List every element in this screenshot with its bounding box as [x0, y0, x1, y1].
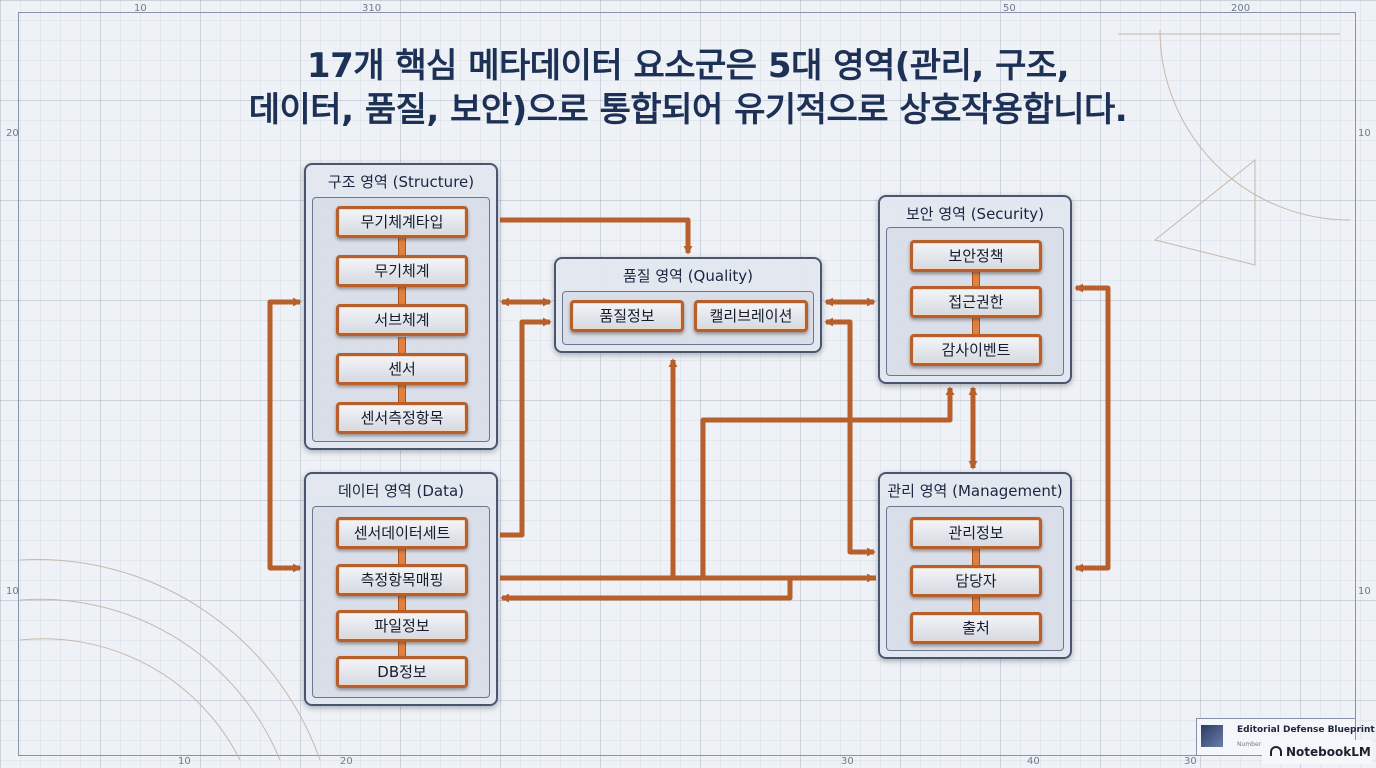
structure-domain-panel: 구조 영역 (Structure) 무기체계타입 무기체계 서브체계 센서 센서… [304, 163, 498, 450]
wire-security-management-loop [1074, 283, 1111, 573]
wire-management-to-data [500, 575, 876, 603]
ruler-label-top: 310 [362, 3, 382, 14]
wire-structure-data-loop [267, 297, 302, 573]
node-manager[interactable]: 담당자 [910, 565, 1042, 597]
node-calibration[interactable]: 캘리브레이션 [694, 300, 808, 332]
node-connector [398, 287, 406, 311]
node-security-policy[interactable]: 보안정책 [910, 240, 1042, 272]
blueprint-stack-icon [1201, 725, 1223, 747]
node-measurement-mapping[interactable]: 측정항목매핑 [336, 564, 468, 596]
node-sensor-measurement-item[interactable]: 센서측정항목 [336, 402, 468, 434]
data-domain-title: 데이터 영역 (Data) [337, 482, 465, 500]
node-weapon-system[interactable]: 무기체계 [336, 255, 468, 287]
node-connector [972, 317, 980, 337]
data-domain-panel: 데이터 영역 (Data) 센서데이터세트 측정항목매핑 파일정보 DB정보 [304, 472, 498, 706]
brand-label: NotebookLM [1286, 745, 1371, 759]
wire-structure-to-quality [500, 217, 693, 255]
node-db-info[interactable]: DB정보 [336, 656, 468, 688]
stamp-subtitle: Number [1237, 741, 1262, 748]
stamp-title: Editorial Defense Blueprint [1237, 725, 1375, 735]
wire-mapping-to-security [500, 386, 955, 581]
node-sensor[interactable]: 센서 [336, 353, 468, 385]
page-title: 17개 핵심 메타데이터 요소군은 5대 영역(관리, 구조, 데이터, 품질,… [0, 44, 1376, 132]
ruler-label-left: 10 [6, 586, 19, 597]
ruler-label-right: 10 [1358, 128, 1371, 139]
ruler-label-top: 50 [1003, 3, 1016, 14]
wire-dataset-to-quality [500, 317, 552, 538]
ruler-label-left: 20 [6, 128, 19, 139]
notebooklm-watermark: NotebookLM [1262, 740, 1372, 764]
security-domain-title: 보안 영역 (Security) [905, 205, 1045, 223]
ruler-label-top: 10 [134, 3, 147, 14]
notebooklm-logo-icon [1270, 746, 1282, 756]
node-sensor-dataset[interactable]: 센서데이터세트 [336, 517, 468, 549]
node-management-info[interactable]: 관리정보 [910, 517, 1042, 549]
node-connector [398, 385, 406, 409]
node-audit-event[interactable]: 감사이벤트 [910, 334, 1042, 366]
node-connector [398, 548, 406, 572]
management-domain-title: 관리 영역 (Management) [887, 482, 1063, 500]
node-connector [398, 237, 406, 261]
node-source[interactable]: 출처 [910, 612, 1042, 644]
management-domain-panel: 관리 영역 (Management) 관리정보 담당자 출처 [878, 472, 1072, 659]
structure-domain-title: 구조 영역 (Structure) [327, 173, 475, 191]
node-connector [972, 271, 980, 291]
ruler-label-bottom: 20 [340, 756, 353, 767]
drawing-frame [18, 12, 1356, 756]
node-connector [398, 594, 406, 618]
ruler-label-bottom: 10 [178, 756, 191, 767]
ruler-label-bottom: 30 [841, 756, 854, 767]
node-access-permission[interactable]: 접근권한 [910, 286, 1042, 318]
node-file-info[interactable]: 파일정보 [336, 610, 468, 642]
ruler-label-bottom: 40 [1027, 756, 1040, 767]
security-domain-panel: 보안 영역 (Security) 보안정책 접근권한 감사이벤트 [878, 195, 1072, 384]
wire-mapping-to-calibration [500, 358, 678, 581]
title-line: 데이터, 품질, 보안)으로 통합되어 유기적으로 상호작용합니다. [248, 90, 1128, 130]
ruler-label-right: 10 [1358, 586, 1371, 597]
quality-domain-panel: 품질 영역 (Quality) 품질정보 캘리브레이션 [554, 257, 822, 353]
ruler-label-top: 200 [1231, 3, 1251, 14]
node-connector [398, 337, 406, 361]
node-connector [398, 640, 406, 664]
node-connector [972, 596, 980, 616]
ruler-label-bottom: 30 [1184, 756, 1197, 767]
node-weapon-system-type[interactable]: 무기체계타입 [336, 206, 468, 238]
quality-domain-title: 품질 영역 (Quality) [622, 267, 754, 285]
wire-quality-management-sync [824, 317, 876, 557]
node-quality-info[interactable]: 품질정보 [570, 300, 684, 332]
title-line: 17개 핵심 메타데이터 요소군은 5대 영역(관리, 구조, [306, 46, 1070, 86]
node-connector [972, 548, 980, 568]
node-subsystem[interactable]: 서브체계 [336, 304, 468, 336]
